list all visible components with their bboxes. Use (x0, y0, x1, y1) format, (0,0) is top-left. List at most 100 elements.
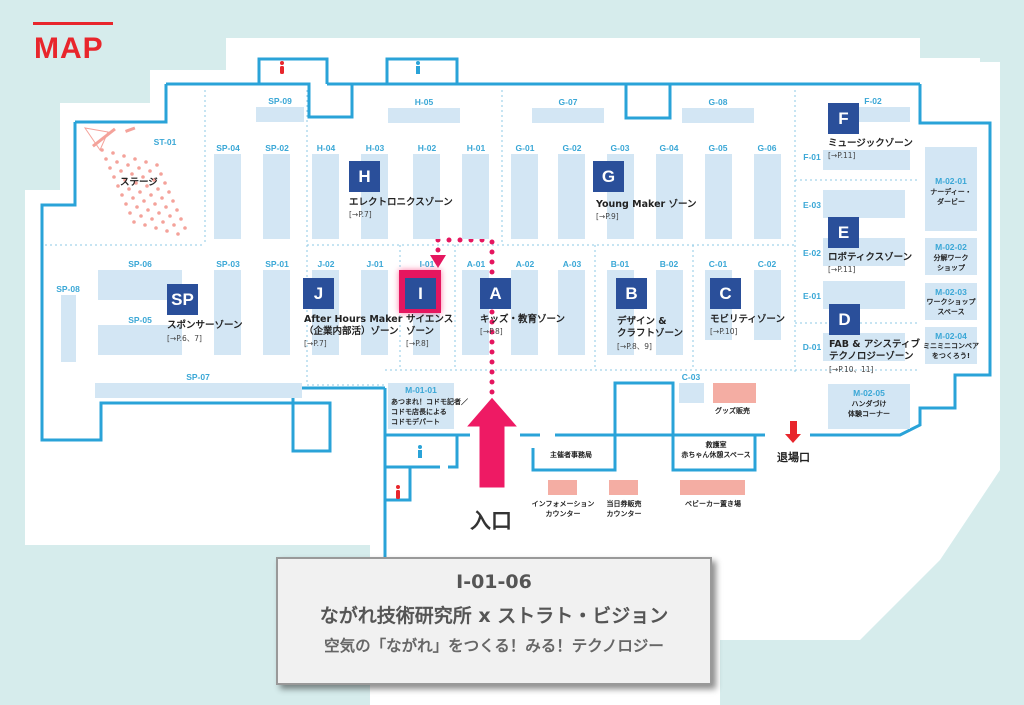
seat-dot (127, 187, 131, 191)
booth-a03[interactable] (558, 270, 585, 355)
booth-desc-m0204: ミニミニコンベア をつくろう! (922, 341, 980, 361)
zone-name-d: FAB & アシスティブ (829, 339, 920, 350)
seat-dot (164, 205, 168, 209)
seat-dot (172, 223, 176, 227)
booth-j01[interactable] (361, 270, 388, 355)
booth-h02[interactable] (413, 154, 440, 239)
booth-m0203[interactable] (925, 283, 977, 320)
booth-label: D-01 (802, 342, 822, 352)
route-dot (489, 239, 495, 245)
seat-dot (148, 169, 152, 173)
route-dot (489, 369, 495, 375)
booth-label: H-04 (316, 143, 336, 153)
zone-name-d: テクノロジーゾーン (829, 351, 914, 362)
zone-badge-j[interactable]: J (303, 278, 334, 309)
zone-ref-a: [→P.8] (480, 327, 503, 336)
booth-h05[interactable] (388, 108, 460, 123)
booth-m0205[interactable] (828, 384, 910, 429)
seat-dot (144, 160, 148, 164)
booth-g05[interactable] (705, 154, 732, 239)
booth-sp05[interactable] (98, 325, 182, 355)
zone-name-g: Young Maker ゾーン (596, 199, 697, 210)
route-dot (489, 319, 495, 325)
zone-badge-b[interactable]: B (616, 278, 647, 309)
booth-m0201[interactable] (925, 147, 977, 231)
zone-badge-g[interactable]: G (593, 161, 624, 192)
booth-b02[interactable] (656, 270, 683, 355)
stage-label: ステージ (120, 177, 158, 188)
booth-f02[interactable] (852, 107, 910, 122)
booth-label: M-02-05 (853, 388, 885, 398)
seat-dot (171, 199, 175, 203)
booth-g01[interactable] (511, 154, 538, 239)
booth-g07[interactable] (532, 108, 604, 123)
route-dot (489, 359, 495, 365)
female-restroom-icon (280, 61, 284, 74)
route-dot (489, 349, 495, 355)
booth-f01[interactable] (823, 150, 910, 170)
booth-label: C-01 (708, 259, 728, 269)
booth-label: SP-09 (268, 96, 292, 106)
booth-g06[interactable] (754, 154, 781, 239)
seat-dot (167, 190, 171, 194)
booth-sp07[interactable] (95, 383, 302, 398)
booth-label: M-02-03 (935, 287, 967, 297)
booth-g04[interactable] (656, 154, 683, 239)
seat-dot (111, 151, 115, 155)
booth-label: G-06 (757, 143, 777, 153)
booth-info-panel: I-01-06 ながれ技術研究所 x ストラト・ビジョン 空気の「ながれ」をつく… (276, 557, 712, 685)
zone-badge-h[interactable]: H (349, 161, 380, 192)
booth-sp02[interactable] (263, 154, 290, 239)
seat-dot (120, 193, 124, 197)
desc-line: 当日券販売 (606, 500, 642, 508)
route-arrow-head (430, 255, 446, 268)
booth-label: SP-07 (186, 372, 210, 382)
seat-dot (128, 211, 132, 215)
seat-dot (176, 232, 180, 236)
booth-m0204[interactable] (925, 327, 977, 364)
booth-d01[interactable] (823, 333, 905, 361)
booth-sp04[interactable] (214, 154, 241, 239)
seat-dot (115, 160, 119, 164)
zone-badge-sp[interactable]: SP (167, 284, 198, 315)
booth-label: F-01 (803, 152, 821, 162)
zone-badge-f[interactable]: F (828, 103, 859, 134)
desc-line: カウンター (545, 510, 581, 518)
booth-sp09[interactable] (256, 107, 304, 122)
booth-sp08[interactable] (61, 295, 76, 362)
zone-badge-e[interactable]: E (828, 217, 859, 248)
stage-seating (83, 126, 136, 152)
booth-e03[interactable] (823, 190, 905, 218)
zone-badge-a[interactable]: A (480, 278, 511, 309)
zone-badge-c[interactable]: C (710, 278, 741, 309)
booth-id: I-01-06 (456, 571, 532, 593)
seat-dot (145, 184, 149, 188)
booth-label: G-03 (610, 143, 630, 153)
booth-h01[interactable] (462, 154, 489, 239)
booth-h04[interactable] (312, 154, 339, 239)
booth-label: G-02 (562, 143, 582, 153)
zone-ref-sp: [→P.6、7] (167, 334, 202, 343)
booth-sp03[interactable] (214, 270, 241, 355)
booth-a02[interactable] (511, 270, 538, 355)
seat-dot (183, 226, 187, 230)
booth-g02[interactable] (558, 154, 585, 239)
zone-badge-d[interactable]: D (829, 304, 860, 335)
booth-label: G-05 (708, 143, 728, 153)
seat-dot (130, 172, 134, 176)
zone-ref-c: [→P.10] (710, 327, 738, 336)
booth-m0101[interactable] (388, 383, 454, 429)
booth-label: E-01 (803, 291, 821, 301)
booth-m0202[interactable] (925, 238, 977, 275)
male-restroom-icon (416, 61, 420, 74)
zone-badge-i[interactable]: I (405, 278, 436, 309)
booth-label: H-05 (414, 97, 434, 107)
desc-line: ハンダづけ (851, 400, 887, 408)
walls (40, 57, 992, 560)
booth-g08[interactable] (682, 108, 754, 123)
booth-c02[interactable] (754, 270, 781, 340)
route-dot (489, 389, 495, 395)
booth-c03[interactable] (679, 383, 704, 403)
booth-sp01[interactable] (263, 270, 290, 355)
female-restroom-icon (396, 485, 400, 499)
